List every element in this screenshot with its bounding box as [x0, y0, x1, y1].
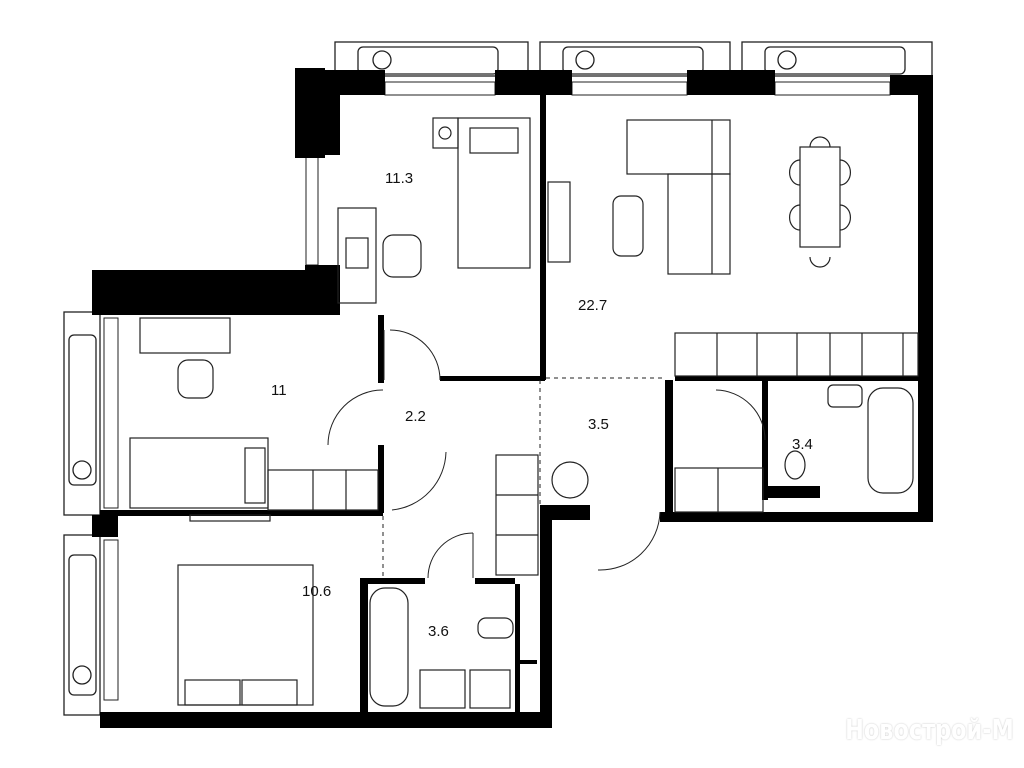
- doors: [327, 329, 766, 579]
- room-area-label: 11: [271, 382, 287, 399]
- room-area-label: 11.3: [385, 170, 414, 187]
- zone-boundaries: [382, 377, 665, 578]
- walls: [92, 68, 933, 728]
- room-area-label: 3.4: [792, 436, 813, 453]
- watermark: Новострой-М: [845, 713, 1014, 746]
- room-area-label: 22.7: [578, 297, 608, 314]
- windows: [103, 81, 891, 701]
- room-area-label: 10.6: [302, 583, 332, 600]
- furniture: [129, 117, 919, 709]
- room-area-label: 3.5: [588, 416, 609, 433]
- room-area-label: 2.2: [405, 408, 426, 425]
- room-area-label: 3.6: [428, 623, 449, 640]
- balconies: [63, 41, 933, 716]
